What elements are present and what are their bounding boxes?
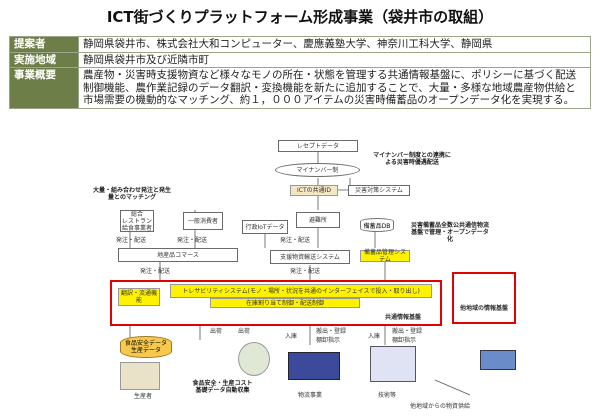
order-label-3: 発注・配送 bbox=[280, 237, 311, 244]
food-safety-db: 食品安全データ 生産データ bbox=[120, 336, 172, 358]
reg-label-2: 棚卸指示 bbox=[316, 337, 341, 344]
row-value-proposer: 静岡県袋井市、株式会社大和コンピューター、慶應義塾大学、神奈川工科大学、静岡県 bbox=[78, 36, 591, 53]
order-label-1: 発注・配送 bbox=[116, 237, 147, 244]
policy-control-box: 在庫割り当て制御・配送制御 bbox=[210, 298, 360, 308]
farm-data-note: 食品安全・生産コスト 基礎データ自動収集 bbox=[192, 380, 253, 394]
import-label-1: 入庫 bbox=[285, 333, 298, 340]
row-label-region: 実施地域 bbox=[9, 51, 79, 68]
table-row: 事業概要 農産物・災害時支援物資など様々なモノの所在・状態を管理する共通情報基盤… bbox=[9, 67, 591, 109]
ship-label-2: 出荷 bbox=[238, 328, 251, 335]
page-title: ICT街づくりプラットフォーム形成事業（袋井市の取組） bbox=[106, 8, 494, 26]
consumer-box: 一般消費者 bbox=[183, 212, 223, 230]
common-id-box: ICTの共通ID bbox=[290, 185, 338, 196]
mynumber-box: マイナンバー制 bbox=[275, 163, 360, 177]
row-label-proposer: 提案者 bbox=[9, 36, 79, 53]
order-label-2: 発注・配送 bbox=[177, 237, 208, 244]
ship-label-1: 出荷 bbox=[210, 328, 223, 335]
reg-label-1: 搬出・登録 bbox=[316, 328, 347, 335]
import-label-2: 入庫 bbox=[368, 333, 381, 340]
reg-label-3: 搬出・登録 bbox=[392, 328, 423, 335]
row-value-overview: 農産物・災害時支援物資など様々なモノの所在・状態を管理する共通情報基盤に、ポリシ… bbox=[78, 67, 591, 109]
stockpile-note: 災害備蓄品全数公共通信物流基盤で管理・オープンデータ化 bbox=[410, 222, 489, 243]
farmhouse-image bbox=[120, 362, 160, 390]
common-base-label: 共通情報基盤 bbox=[385, 314, 422, 321]
vegetable-image bbox=[238, 342, 270, 376]
other-region-label: 他地域からの物資供給 bbox=[410, 403, 471, 410]
common-platform-frame bbox=[110, 280, 442, 326]
warehouse-2-image bbox=[370, 346, 416, 382]
support-transport-box: 支援物資輸送システム bbox=[270, 250, 350, 264]
translation-box: 翻訳・流通機能 bbox=[118, 288, 160, 306]
warehouse-2-label: 技術等 bbox=[378, 392, 397, 399]
reg-label-4: 棚卸指示 bbox=[392, 337, 417, 344]
local-ecommerce-box: 地産品コマース bbox=[118, 248, 238, 262]
retail-box: 総合 レストラン 給食事業者 bbox=[120, 210, 154, 232]
order-label-5: 発注・配送 bbox=[290, 268, 321, 275]
stockpile-db: 備蓄品DB bbox=[360, 218, 394, 232]
table-row: 提案者 静岡県袋井市、株式会社大和コンピューター、慶應義塾大学、神奈川工科大学、… bbox=[9, 36, 591, 53]
disaster-system-box: 災害対策システム bbox=[348, 185, 410, 196]
mynumber-note: マイナンバー制度との連携による災害時優遇配送 bbox=[373, 152, 451, 166]
order-label-4: 発注・配送 bbox=[140, 268, 171, 275]
row-label-overview: 事業概要 bbox=[9, 67, 79, 109]
summary-table: 提案者 静岡県袋井市、株式会社大和コンピューター、慶應義塾大学、神奈川工科大学、… bbox=[9, 36, 591, 109]
table-row: 実施地域 静岡県袋井市及び近隣市町 bbox=[9, 51, 591, 68]
bulk-matching-note: 大量・組み合わせ発注と発生量とのマッチング bbox=[92, 187, 171, 201]
other-region-frame bbox=[452, 272, 516, 324]
other-base-label: 他地域の情報基盤 bbox=[460, 305, 509, 312]
admin-iot-box: 行政IoTデータ bbox=[242, 220, 288, 234]
receipt-data-box: レセプトデータ bbox=[278, 140, 358, 152]
stockpile-management-box: 備蓄品管理システム bbox=[360, 249, 410, 263]
warehouse-1-image bbox=[288, 352, 340, 380]
warehouse-1-label: 物流事業 bbox=[298, 392, 323, 399]
shelter-box: 避難所 bbox=[296, 212, 340, 228]
other-region-stock-image bbox=[480, 350, 516, 370]
traceability-box: トレサビリティシステム(モノ・場所・状況を共通のインターフェイスで投入・取り出し… bbox=[170, 284, 432, 298]
producer-label: 生産者 bbox=[134, 393, 153, 400]
